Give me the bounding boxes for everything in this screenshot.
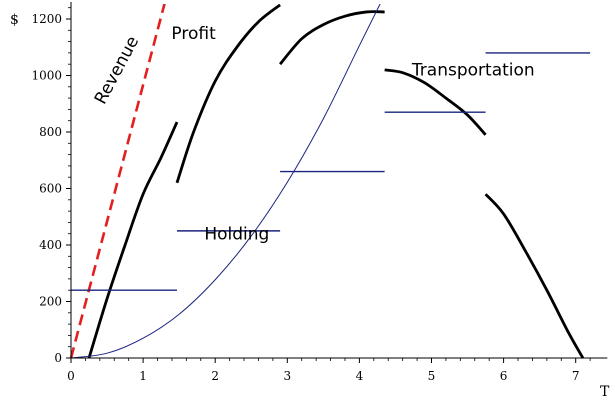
x-tick-label-1: 1 (139, 369, 147, 383)
x-tick-label-7: 7 (572, 369, 580, 383)
profit-label: Profit (171, 24, 216, 44)
x-axis-label: T (600, 384, 610, 400)
series-layer (69, 4, 591, 359)
x-tick-label-2: 2 (211, 369, 219, 383)
x-tick-label-4: 4 (356, 369, 364, 383)
revenue-label: Revenue (91, 33, 143, 108)
transportation-label: Transportation (411, 61, 535, 81)
y-tick-label-800: 800 (39, 125, 62, 139)
profit-segment-1 (87, 121, 179, 359)
y-axis-label: $ (10, 12, 19, 28)
y-tick-label-1000: 1000 (31, 69, 62, 83)
profit-segment-2 (175, 4, 281, 184)
x-tick-label-3: 3 (283, 369, 291, 383)
x-tick-label-5: 5 (428, 369, 436, 383)
y-tick-label-0: 0 (54, 351, 62, 365)
profit-segment-4 (384, 68, 487, 136)
profit-segment-3 (279, 10, 385, 66)
y-tick-label-200: 200 (39, 295, 62, 309)
x-tick-label-0: 0 (67, 369, 75, 383)
y-tick-label-400: 400 (39, 238, 62, 252)
axes-layer: 0 1 2 3 4 5 6 7 0 200 400 600 800 1000 1200 $ T (10, 2, 610, 400)
holding-curve (70, 4, 381, 359)
y-tick-label-600: 600 (39, 182, 62, 196)
profit-segment-5 (484, 193, 585, 359)
y-tick-label-1200: 1200 (31, 12, 62, 26)
x-tick-label-6: 6 (500, 369, 508, 383)
holding-label: Holding (204, 224, 269, 244)
